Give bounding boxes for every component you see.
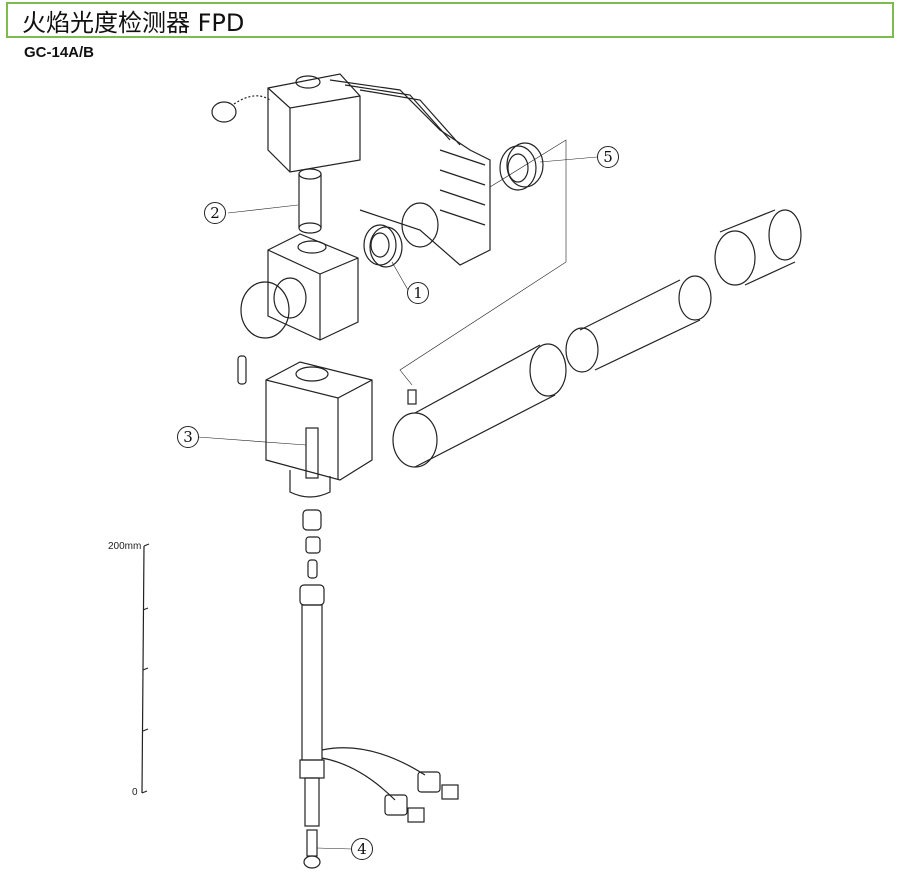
title-box (6, 2, 894, 38)
leader-lines (197, 139, 598, 850)
page-title: 火焰光度检测器 FPD (22, 9, 245, 37)
top-housing (211, 73, 361, 173)
callout-2: 2 (204, 202, 226, 224)
callout-4: 4 (351, 838, 373, 860)
callout-5: 5 (597, 146, 619, 168)
tube-part-2 (298, 168, 322, 234)
callout-3: 3 (177, 426, 199, 448)
burner-assembly-part-4 (299, 509, 459, 869)
scale-bar (141, 543, 150, 794)
ring-part-5 (499, 142, 544, 191)
callout-1: 1 (407, 282, 429, 304)
scale-bottom-label: 0 (132, 787, 138, 798)
heat-sink-fins (329, 79, 491, 266)
middle-block (237, 233, 359, 385)
ring-part-1 (363, 224, 403, 268)
model-label: GC-14A/B (24, 44, 95, 61)
scale-top-label: 200mm (108, 541, 142, 552)
photomultiplier-housing (392, 209, 802, 468)
lower-block-part-3 (265, 361, 373, 498)
